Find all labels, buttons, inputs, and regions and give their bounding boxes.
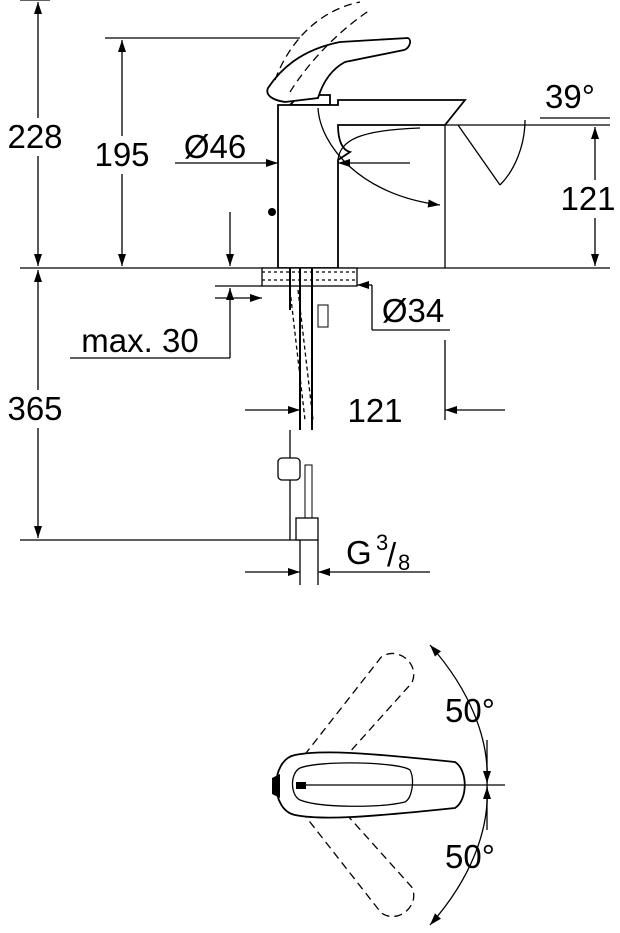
faucet-side-view [266, 1, 467, 269]
dimension-total-height: 228 [0, 2, 72, 266]
label-g: G [346, 534, 372, 571]
deck-mounting [261, 267, 358, 585]
label-39-degrees: 39° [545, 78, 595, 115]
label-max-30: max. 30 [81, 322, 198, 359]
label-50-degrees-down: 50° [445, 838, 495, 875]
label-195: 195 [94, 136, 149, 173]
label-50-degrees-up: 50° [445, 692, 495, 729]
dimension-spout-height: 195 [86, 40, 158, 266]
label-diameter-34: Ø34 [382, 292, 444, 329]
label-g-numerator: 3 [376, 530, 388, 555]
label-121-height: 121 [560, 180, 615, 217]
label-g-slash: / [387, 536, 397, 573]
dimension-spout-reach: 121 [245, 340, 505, 429]
dimension-body-diameter: Ø46 [175, 128, 410, 167]
dimension-connection: G 3 / 8 [245, 530, 430, 576]
faucet-top-view [272, 644, 505, 926]
label-228: 228 [7, 118, 62, 155]
dimension-hole-diameter: Ø34 [215, 281, 450, 331]
label-g-denominator: 8 [398, 550, 410, 575]
dimension-max-deck: max. 30 [70, 212, 262, 359]
label-diameter-46: Ø46 [184, 128, 246, 165]
dimension-spout-angle: 39° [457, 78, 610, 186]
label-121-reach: 121 [347, 392, 402, 429]
dimension-outlet-height: 121 [555, 127, 620, 266]
label-365: 365 [7, 390, 62, 427]
dimension-hose-length: 365 [0, 270, 72, 538]
